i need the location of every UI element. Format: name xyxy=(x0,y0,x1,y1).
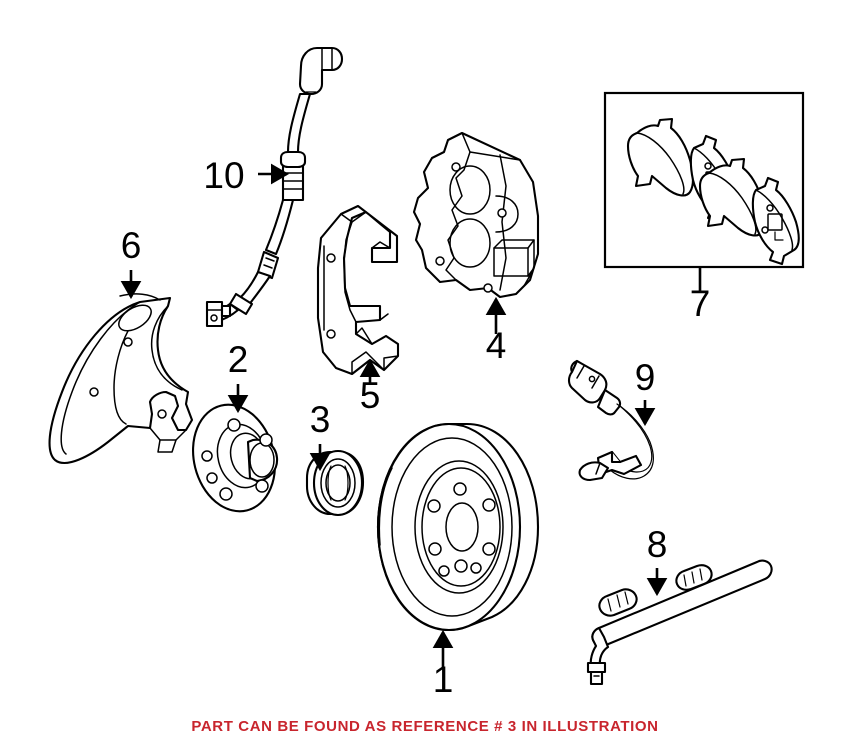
brake-pad-4 xyxy=(751,176,800,266)
callout-number-5: 5 xyxy=(360,375,381,416)
part-abs-speed-sensor xyxy=(205,46,344,328)
part-wear-sensor xyxy=(567,359,654,482)
callout-number-10: 10 xyxy=(203,155,244,196)
part-caliper-bracket xyxy=(316,204,400,376)
reference-note: PART CAN BE FOUND AS REFERENCE # 3 IN IL… xyxy=(191,718,659,735)
callout-number-1: 1 xyxy=(433,659,454,700)
callout-number-3: 3 xyxy=(310,399,331,440)
callout-number-6: 6 xyxy=(121,225,142,266)
callout-numbers: 1 2 3 4 5 6 7 8 9 10 xyxy=(121,155,711,700)
callout-number-7: 7 xyxy=(690,283,711,324)
brake-pad-1 xyxy=(626,117,695,197)
part-brake-disc xyxy=(376,422,540,632)
callout-number-2: 2 xyxy=(228,339,249,380)
callout-number-4: 4 xyxy=(486,325,507,366)
part-brake-pad-set xyxy=(603,91,805,269)
callout-number-8: 8 xyxy=(647,524,668,565)
part-wheel-hub xyxy=(191,403,279,513)
callout-leaders xyxy=(120,163,702,668)
part-brake-caliper xyxy=(412,131,540,299)
part-splash-shield xyxy=(48,293,194,465)
callout-number-9: 9 xyxy=(635,357,656,398)
part-brake-line xyxy=(586,559,773,686)
part-wheel-bearing xyxy=(305,449,365,517)
